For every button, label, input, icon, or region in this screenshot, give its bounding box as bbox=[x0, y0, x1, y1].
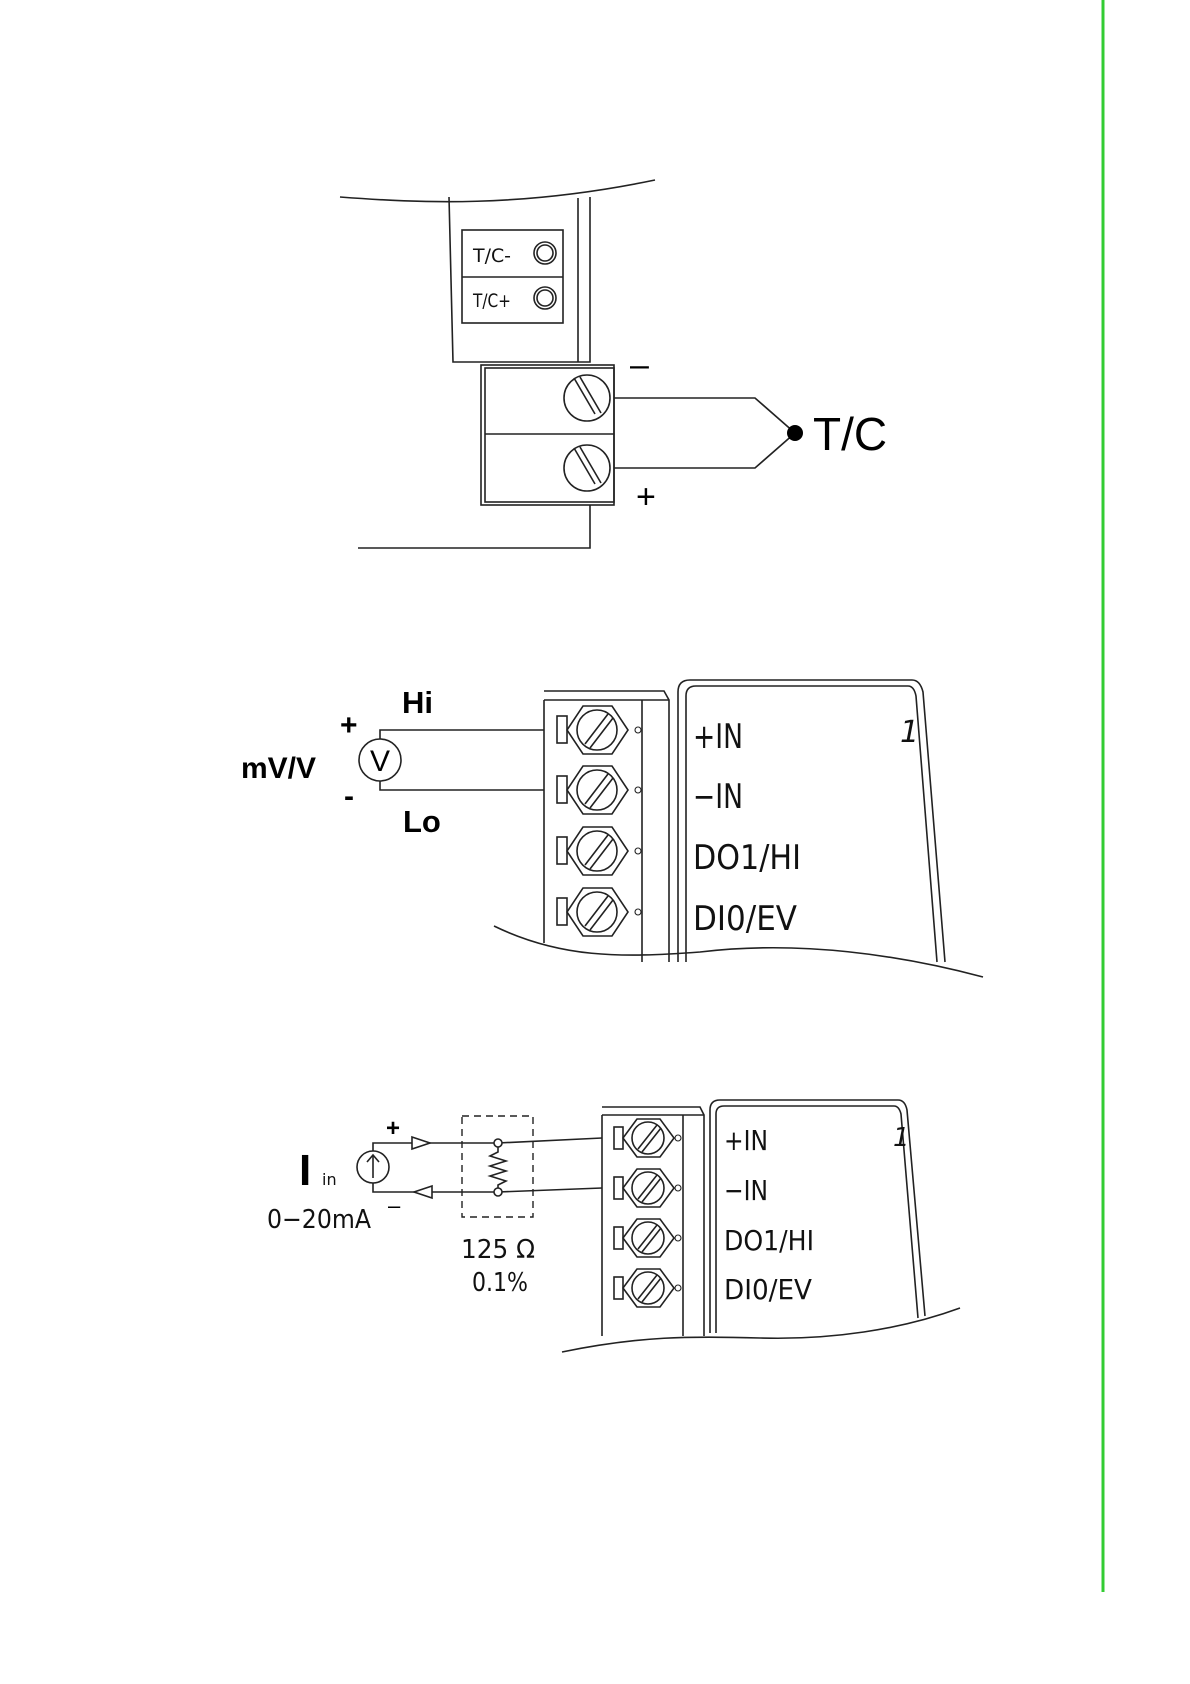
tc-plus-sign: + bbox=[636, 478, 656, 516]
v-label-plus-in: +IN bbox=[693, 717, 743, 757]
tc-module-top-edge bbox=[340, 180, 655, 202]
tc-wire-minus bbox=[614, 398, 795, 433]
v-hi-label: Hi bbox=[402, 685, 433, 720]
v-plus-sign: + bbox=[340, 709, 358, 742]
tc-lower-wire bbox=[358, 505, 590, 548]
i-module-bottom-edge bbox=[562, 1308, 960, 1352]
i-terminal-2 bbox=[614, 1169, 681, 1207]
v-label-minus-in: −IN bbox=[693, 777, 743, 817]
v-label-do1-hi: DO1/HI bbox=[693, 838, 801, 878]
v-wire-hi bbox=[380, 730, 544, 744]
v-terminal-2 bbox=[557, 766, 641, 814]
i-minus-sign: – bbox=[388, 1193, 401, 1218]
v-terminal-4 bbox=[557, 888, 641, 936]
tc-screw-minus-icon bbox=[564, 375, 610, 421]
current-diagram: +IN −IN DO1/HI DI0/EV 1 I in 0−20mA + – … bbox=[267, 1100, 960, 1352]
tc-screw-plus-icon bbox=[564, 445, 610, 491]
shunt-tolerance-label: 0.1% bbox=[472, 1268, 528, 1298]
i-wire-plus-left bbox=[373, 1143, 498, 1151]
v-terminal-1 bbox=[557, 706, 641, 754]
v-channel-number: 1 bbox=[900, 715, 919, 750]
tc-terminal-minus-label: T/C- bbox=[472, 245, 511, 267]
tc-junction-dot-icon bbox=[787, 425, 803, 441]
i-channel-number: 1 bbox=[893, 1123, 910, 1153]
shunt-node-bottom bbox=[494, 1188, 502, 1196]
shunt-node-top bbox=[494, 1139, 502, 1147]
i-terminal-3 bbox=[614, 1219, 681, 1257]
i-label-plus-in: +IN bbox=[724, 1124, 768, 1157]
i-terminal-1 bbox=[614, 1119, 681, 1157]
tc-terminal-block bbox=[481, 365, 614, 505]
i-flow-arrow-in-icon bbox=[414, 1186, 432, 1198]
i-label-di0-ev: DI0/EV bbox=[724, 1273, 812, 1306]
i-wire-minus-left bbox=[373, 1183, 498, 1192]
i-wire-minus-right bbox=[498, 1188, 602, 1192]
tc-wire-plus bbox=[614, 433, 795, 468]
v-wire-lo bbox=[380, 776, 544, 790]
v-lo-label: Lo bbox=[403, 804, 441, 839]
resistor-icon bbox=[490, 1147, 506, 1188]
tc-terminal-plus-label: T/C+ bbox=[472, 290, 511, 312]
shunt-resistor-box bbox=[462, 1116, 533, 1217]
i-range-label: 0−20mA bbox=[267, 1205, 371, 1235]
shunt-value-label: 125 Ω bbox=[461, 1235, 535, 1265]
voltage-diagram: +IN −IN DO1/HI DI0/EV 1 V Hi Lo + - mV/V bbox=[241, 680, 983, 977]
i-flow-arrow-out-icon bbox=[412, 1137, 430, 1149]
i-wire-plus-right bbox=[498, 1138, 602, 1143]
i-source-symbol: I bbox=[299, 1146, 311, 1195]
tc-led-minus-inner bbox=[537, 245, 553, 261]
i-terminal-block-top bbox=[602, 1107, 704, 1336]
tc-module-body bbox=[449, 197, 590, 362]
tc-junction-label: T/C bbox=[813, 408, 887, 460]
tc-minus-sign: – bbox=[630, 346, 649, 384]
tc-led-plus-inner bbox=[537, 290, 553, 306]
v-minus-sign: - bbox=[344, 780, 354, 813]
v-source-label: mV/V bbox=[241, 752, 316, 785]
v-label-di0-ev: DI0/EV bbox=[693, 899, 797, 939]
i-label-do1-hi: DO1/HI bbox=[724, 1224, 814, 1257]
i-plus-sign: + bbox=[386, 1115, 400, 1142]
i-terminal-4 bbox=[614, 1269, 681, 1307]
thermocouple-diagram: T/C- T/C+ – + T/C bbox=[340, 180, 887, 548]
v-terminal-3 bbox=[557, 827, 641, 875]
voltmeter-symbol: V bbox=[370, 745, 390, 778]
i-source-subscript: in bbox=[322, 1170, 337, 1189]
i-label-minus-in: −IN bbox=[724, 1174, 768, 1207]
